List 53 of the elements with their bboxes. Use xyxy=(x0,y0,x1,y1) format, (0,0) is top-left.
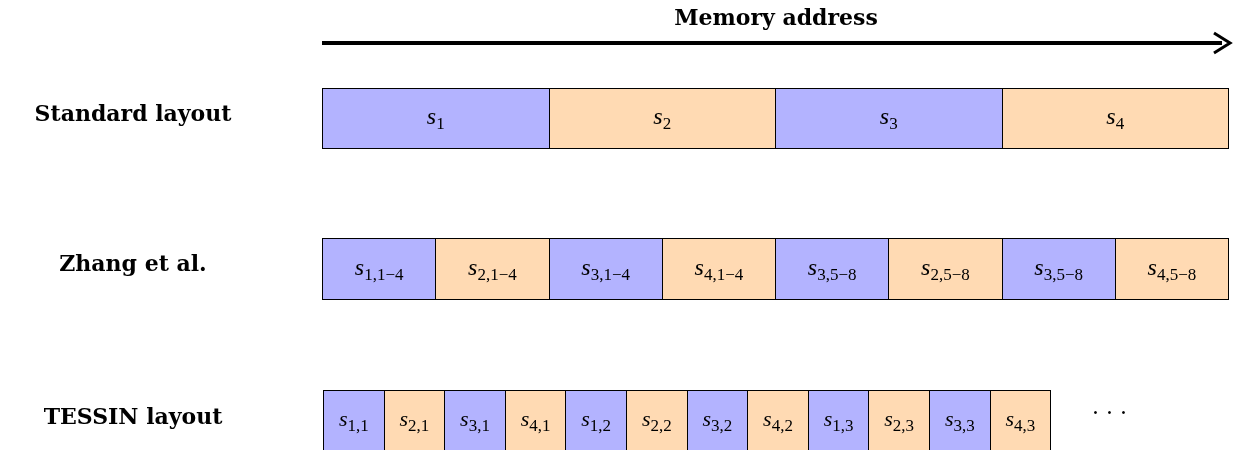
memory-block xyxy=(435,238,550,300)
block-label: s$_{4,5−8}$ xyxy=(1147,253,1197,285)
memory-block xyxy=(504,390,567,450)
row-label: Standard layout xyxy=(34,100,232,126)
block-label: s$_{2,5−8}$ xyxy=(921,253,970,285)
block-label: s$_{3,1}$ xyxy=(460,406,490,436)
row-label: TESSIN layout xyxy=(43,403,223,429)
block-label: s$_{1,3}$ xyxy=(823,406,854,436)
row-label: Zhang et al. xyxy=(59,250,207,276)
memory-block xyxy=(565,390,627,450)
block-label: s$_{1,1−4}$ xyxy=(354,253,404,285)
block-label: s$_{3,1−4}$ xyxy=(581,253,630,285)
block-label: s$_{4}$ xyxy=(1106,103,1125,134)
block-label: s$_{3,3}$ xyxy=(944,406,975,436)
block-label: s$_{3}$ xyxy=(879,103,898,134)
memory-block xyxy=(548,238,663,300)
memory-block xyxy=(1001,88,1229,149)
memory-block xyxy=(548,88,776,149)
memory-block xyxy=(775,88,1003,149)
memory-block xyxy=(807,390,870,450)
memory-block xyxy=(929,390,991,450)
block-label: s$_{3,5−8}$ xyxy=(807,253,857,285)
axis-label: Memory address xyxy=(674,4,878,30)
memory-block xyxy=(868,390,930,450)
block-label: s$_{2}$ xyxy=(653,103,672,134)
block-label: s$_{3,2}$ xyxy=(702,406,733,436)
block-label: s$_{4,1}$ xyxy=(520,406,551,436)
memory-block xyxy=(383,390,446,450)
block-label: s$_{1}$ xyxy=(426,103,445,134)
ellipsis: · · · xyxy=(1092,400,1127,425)
block-label: s$_{2,2}$ xyxy=(641,406,672,436)
block-label: s$_{3,5−8}$ xyxy=(1034,253,1083,285)
memory-block xyxy=(747,390,809,450)
memory-block xyxy=(989,390,1052,450)
memory-block xyxy=(322,238,437,300)
block-label: s$_{2,1}$ xyxy=(399,406,430,436)
block-label: s$_{4,1−4}$ xyxy=(694,253,744,285)
memory-block xyxy=(1001,238,1116,300)
memory-block xyxy=(686,390,749,450)
memory-block xyxy=(626,390,688,450)
memory-block xyxy=(323,390,385,450)
memory-block xyxy=(1114,238,1229,300)
memory-block xyxy=(444,390,506,450)
memory-block xyxy=(888,238,1003,300)
block-label: s$_{4,2}$ xyxy=(763,406,793,436)
memory-block xyxy=(322,88,550,149)
block-label: s$_{1,1}$ xyxy=(338,406,369,436)
memory-block xyxy=(661,238,776,300)
memory-block xyxy=(775,238,890,300)
block-label: s$_{2,1−4}$ xyxy=(468,253,517,285)
block-label: s$_{1,2}$ xyxy=(581,406,612,436)
block-label: s$_{4,3}$ xyxy=(1005,406,1036,436)
block-label: s$_{2,3}$ xyxy=(884,406,915,436)
